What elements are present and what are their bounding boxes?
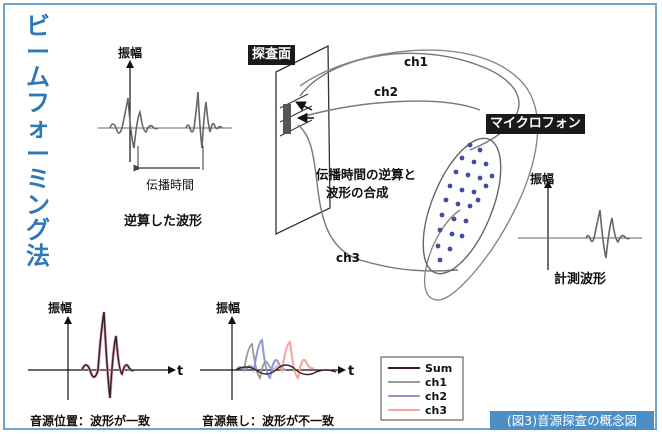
measured-amplitude-label: 振幅 bbox=[530, 172, 555, 186]
measured-waveform-panel bbox=[518, 180, 642, 270]
reversed-wave-2 bbox=[185, 91, 223, 149]
legend-label-ch2: ch2 bbox=[425, 390, 447, 403]
reversed-wave-1 bbox=[109, 97, 159, 149]
microphone-tag: マイクロフォン bbox=[486, 114, 585, 134]
legend-label-ch1: ch1 bbox=[425, 376, 447, 389]
bottom-mid-amplitude-label: 振幅 bbox=[216, 301, 241, 315]
bottom-left-amplitude-label: 振幅 bbox=[48, 301, 73, 315]
mic-dots bbox=[435, 142, 495, 263]
title-char: ミ bbox=[26, 165, 50, 193]
legend-box: Sum ch1 ch2 ch3 bbox=[380, 356, 464, 421]
source-absent-caption: 音源無し：波形が不一致 bbox=[202, 414, 335, 428]
channel-label-ch1: ch1 bbox=[404, 55, 428, 69]
microphone-array bbox=[422, 137, 502, 275]
t-axis-label: t bbox=[177, 364, 183, 379]
source-absent-panel bbox=[200, 316, 346, 400]
propagation-time-label: 伝播時間 bbox=[146, 178, 195, 192]
t-axis-label: t bbox=[348, 364, 354, 379]
channel-label-ch2: ch2 bbox=[374, 85, 398, 99]
source-present-caption: 音源位置：波形が一致 bbox=[30, 414, 151, 428]
title-char: フ bbox=[26, 88, 50, 117]
reverse-combine-line2: 波形の合成 bbox=[326, 185, 389, 200]
title-char: ー bbox=[26, 37, 50, 66]
title-char: ビ bbox=[26, 12, 50, 40]
vertical-title: ビ ー ム フ ォ ー ミ ン グ 法 bbox=[22, 12, 54, 270]
measured-waveform-label: 計測波形 bbox=[554, 272, 607, 287]
search-plane-tag: 探査面 bbox=[248, 45, 296, 65]
figure-frame bbox=[3, 3, 657, 430]
reverse-combine-line1: 伝播時間の逆算と bbox=[316, 167, 417, 182]
title-char: ー bbox=[26, 139, 50, 168]
title-char: 法 bbox=[26, 241, 50, 270]
reversed-waveform-label: 逆算した波形 bbox=[124, 214, 203, 229]
legend-label-ch3: ch3 bbox=[425, 404, 447, 417]
amplitude-label: 振幅 bbox=[118, 46, 143, 60]
reversed-waveform-panel bbox=[98, 60, 232, 172]
figure-caption: (図3)音源探査の概念図 bbox=[490, 411, 654, 430]
amp-axis-arrowhead bbox=[126, 60, 134, 68]
title-char: ム bbox=[26, 63, 50, 91]
source-present-panel bbox=[28, 311, 176, 400]
legend-label-sum: Sum bbox=[425, 362, 452, 375]
title-char: グ bbox=[26, 216, 50, 244]
channel-label-ch3: ch3 bbox=[336, 251, 360, 265]
title-char: ォ bbox=[26, 114, 50, 142]
search-plane bbox=[275, 44, 331, 236]
title-char: ン bbox=[26, 190, 50, 219]
